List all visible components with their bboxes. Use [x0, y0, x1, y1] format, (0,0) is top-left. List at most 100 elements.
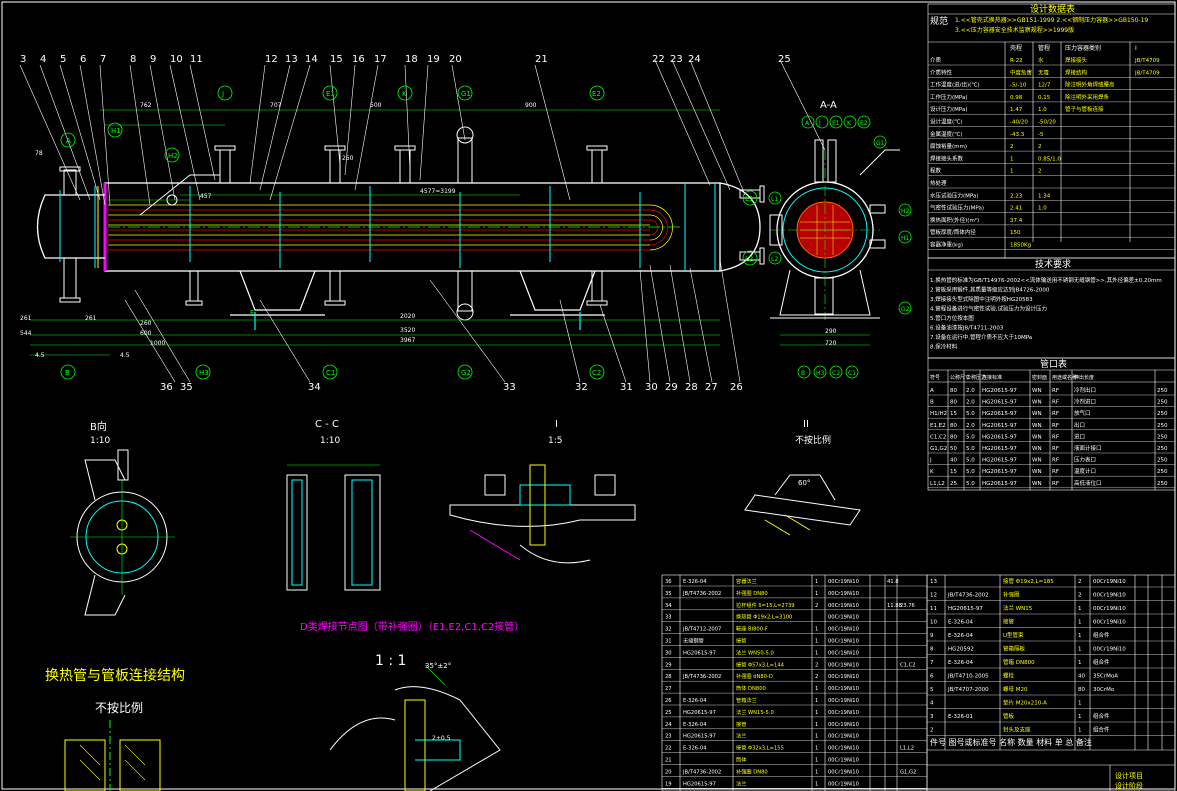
nozzle-cell: WN: [1032, 388, 1042, 394]
section-nozzle-letter: H1: [901, 235, 910, 242]
dimension-text: 4577=3199: [420, 188, 456, 195]
design-cell: 气密性试验压力(MPa): [930, 204, 984, 212]
design-cell: 中度危害: [1010, 68, 1033, 76]
bom-cell: 00Cr19Ni10: [828, 662, 859, 668]
tube-joint: [64, 720, 161, 791]
bom-cell: 36: [665, 579, 672, 585]
bom-cell: E-326-04: [948, 620, 973, 626]
dimension-text: 600: [140, 330, 152, 337]
detail-d-dim: 2±0.5: [432, 735, 451, 742]
design-cell: 设计压力(MPa): [930, 105, 967, 113]
bom-cell: 1: [815, 781, 818, 787]
bom-cell: 管板: [1003, 712, 1015, 720]
section-nozzle-letter: H2: [901, 208, 910, 215]
bom-cell: 法兰: [736, 732, 746, 740]
nozzle-markers: [60, 85, 912, 380]
nozzle-header-cell: 符号: [930, 374, 940, 381]
bom-cell: 组合件: [1093, 726, 1110, 734]
dimension-text: 4.5: [120, 352, 130, 359]
bom-cell: 31: [665, 639, 672, 645]
dimension-text: 3967: [400, 337, 415, 344]
nozzle-cell: RF: [1052, 400, 1059, 406]
design-cell: 无毒: [1038, 68, 1050, 76]
design-cell: -43.3: [1010, 132, 1025, 138]
section-nozzle-letter: J: [818, 120, 821, 127]
bom-cell: 管箱 DN800: [1003, 658, 1035, 666]
design-cell: 1.0: [1038, 206, 1047, 212]
nozzle-letter: H3: [199, 369, 209, 377]
nozzle-cell: 压力表口: [1074, 456, 1096, 464]
bom-cell: 接管 Φ19x2,L=185: [1003, 577, 1054, 585]
tech-req-line: 7.设备在运行中,管程介质不应大于10MPa: [930, 333, 1032, 341]
design-cell: 150: [1010, 230, 1021, 236]
dimension-text: 261: [20, 315, 32, 322]
bom-cell: 1: [1078, 701, 1082, 707]
design-cell: 1.0: [1038, 107, 1047, 113]
nozzle-cell: 80: [950, 423, 957, 429]
detail-i: [449, 464, 636, 564]
nozzle-table-grid: [927, 357, 1176, 491]
nozzle-header-cell: 公称压力: [966, 374, 986, 381]
bom-cell: HG20615-97: [948, 606, 983, 612]
bom-cell: 1: [815, 698, 818, 704]
bom-cell: HG20615-97: [683, 734, 716, 740]
baffles: [189, 186, 641, 268]
nozzle-cell: 250: [1157, 469, 1168, 475]
nozzle-cell: G1,G2: [930, 446, 947, 452]
bom-cell: 容器法兰: [736, 577, 757, 585]
section-nozzle-letter: C2: [832, 370, 840, 377]
design-cell: 2: [1038, 169, 1042, 175]
part-number: 27: [705, 382, 718, 393]
bom-cell: E-326-04: [948, 633, 973, 639]
nozzle-cell: 250: [1157, 446, 1168, 452]
design-cell: 2: [1038, 144, 1042, 150]
section-nozzle-letter: G1: [876, 140, 885, 147]
nozzle-letter: H2: [168, 152, 178, 160]
bom-cell: 23.76: [900, 603, 915, 609]
nozzle-letter: E2: [592, 90, 601, 98]
nozzle-cell: 5.0: [966, 411, 975, 417]
part-number: 25: [778, 54, 791, 65]
nozzle-header-cell: 连接标准: [982, 374, 1002, 381]
design-cell: 0.85/1.0: [1038, 156, 1061, 162]
part-number: 34: [308, 382, 321, 393]
part-number: 5: [60, 54, 66, 65]
title-block-label1: 设计项目: [1115, 771, 1143, 780]
design-cell: 37.4: [1010, 218, 1023, 224]
nozzle-cell: 冷剂出口: [1074, 386, 1096, 394]
bom-cell: 7: [930, 660, 934, 666]
spec-label: 规范: [930, 15, 948, 27]
b-view: [70, 449, 175, 616]
bom-cell: HG20615-97: [683, 650, 716, 656]
bom-cell: 00Cr19Ni10: [828, 603, 859, 609]
tech-req-line: 6.设备油漆按JB/T4711-2003: [930, 324, 1004, 332]
nozzle-header-cell: 密封面: [1032, 374, 1047, 381]
dimension-text: 707: [270, 102, 282, 109]
nozzle-cell: J: [929, 458, 932, 464]
tech-req-line: 2.管板采用锻件,其质量等级应达到JB4726-2000: [930, 286, 1050, 294]
bom-cell: 2: [1078, 593, 1082, 599]
section-nozzle-letter: A: [805, 120, 810, 127]
nozzle-cell: HG20615-97: [982, 423, 1017, 429]
bom-cell: 封头及支座: [1003, 726, 1031, 734]
bom-cell: 00Cr19Ni10: [828, 650, 859, 656]
bottom-nozzles: [59, 257, 608, 321]
bom-cell: JB/T4712-2007: [682, 627, 721, 633]
nozzle-cell: 250: [1157, 458, 1168, 464]
bom-cell: 接管: [736, 720, 746, 728]
bom-cell: 接管: [736, 637, 746, 645]
design-cell: 金属温度(℃): [930, 130, 962, 138]
tech-req-line: 3.焊接接头型式除图中注明外按HG20583: [930, 295, 1033, 303]
part-number: 11: [190, 54, 203, 65]
nozzle-letter: H1: [111, 127, 121, 135]
bom-cell: 1: [1078, 620, 1082, 626]
title-block-label2: 设计阶段: [1115, 781, 1143, 790]
nozzle-letter: A: [66, 137, 71, 145]
bom-cell: U型管束: [1003, 631, 1024, 639]
dimension-text: 290: [825, 328, 837, 335]
bom-cell: 00Cr19Ni10: [828, 639, 859, 645]
bom-cell: 3: [930, 714, 934, 720]
nozzle-cell: WN: [1032, 446, 1042, 452]
bom-cell: 19: [665, 781, 672, 787]
